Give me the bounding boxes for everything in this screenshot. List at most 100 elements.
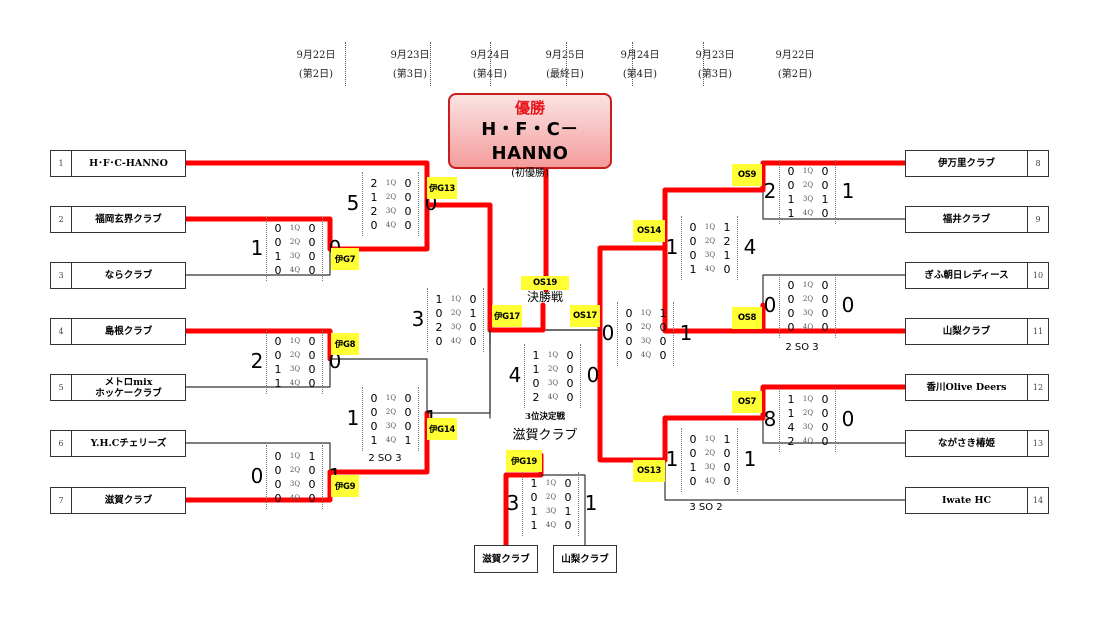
quarter-score-left: 1 [370, 433, 378, 447]
team-name: 香川Olive Deers [926, 382, 1007, 393]
quarter-label: 3Q [545, 507, 557, 515]
quarter-score-left: 0 [274, 221, 282, 235]
team-box[interactable]: 14 Iwate HC [905, 487, 1049, 514]
quarter-score-left: 1 [532, 362, 540, 376]
quarter-label: 3Q [289, 365, 301, 373]
quarter-label: 2Q [385, 193, 397, 201]
quarter-label: 1Q [450, 295, 462, 303]
team-name: 伊万里クラブ [937, 158, 995, 169]
quarter-score-left: 0 [370, 405, 378, 419]
quarter-score-left: 1 [530, 504, 538, 518]
quarter-score-right: 0 [308, 221, 316, 235]
quarter-score-right: 0 [821, 206, 829, 220]
quarter-label: 2Q [802, 409, 814, 417]
quarter-label: 3Q [385, 207, 397, 215]
quarter-label: 1Q [289, 337, 301, 345]
quarter-score-left: 0 [435, 334, 443, 348]
quarter-score-left: 1 [530, 518, 538, 532]
date-column: 9月24日(第4日) [600, 46, 680, 84]
loser-line [185, 442, 331, 473]
team-name: Iwate HC [941, 495, 992, 506]
quarter-score-left: 1 [532, 348, 540, 362]
quarter-score-right: 0 [564, 490, 572, 504]
quarter-label: 4Q [385, 221, 397, 229]
winner-line [760, 160, 908, 193]
team-name: ぎふ朝日レディース [924, 270, 1009, 281]
quarter-label: 1Q [802, 167, 814, 175]
quarter-score-right: 0 [404, 204, 412, 218]
quarter-score-left: 2 [787, 434, 795, 448]
quarter-label: 4Q [704, 477, 716, 485]
quarter-label: 2Q [640, 323, 652, 331]
divider [524, 344, 525, 408]
quarter-score-right: 0 [308, 491, 316, 505]
score-right: 0 [586, 363, 600, 387]
loser-line [329, 358, 428, 414]
team-box[interactable]: 滋賀クラブ [474, 545, 538, 573]
divider [522, 472, 523, 536]
quarter-label: 1Q [545, 479, 557, 487]
quarter-score-right: 1 [564, 504, 572, 518]
divider [779, 274, 780, 338]
quarter-score-right: 0 [308, 348, 316, 362]
score-left: 0 [601, 321, 615, 345]
divider [322, 330, 323, 394]
quarter-score-right: 0 [566, 376, 574, 390]
quarter-score-right: 0 [564, 518, 572, 532]
date-text: 9月23日 [695, 50, 735, 61]
team-box[interactable]: 山梨クラブ [553, 545, 617, 573]
divider [266, 330, 267, 394]
shootout-result: 2 SO 3 [368, 453, 402, 464]
score-right: 1 [679, 321, 693, 345]
quarter-score-left: 1 [370, 190, 378, 204]
quarter-score-left: 0 [274, 463, 282, 477]
team-seed: 14 [1027, 488, 1048, 513]
quarter-label: 2Q [450, 309, 462, 317]
quarter-score-left: 0 [274, 449, 282, 463]
quarter-label: 3Q [640, 337, 652, 345]
quarter-label: 3Q [547, 379, 559, 387]
quarter-label: 2Q [704, 449, 716, 457]
quarter-score-left: 0 [689, 432, 697, 446]
quarter-score-right: 0 [723, 262, 731, 276]
score-left: 4 [508, 363, 522, 387]
divider [266, 445, 267, 509]
score-left: 2 [250, 349, 264, 373]
winner-line [662, 415, 766, 463]
quarter-score-right: 0 [821, 434, 829, 448]
quarter-score-right: 0 [659, 334, 667, 348]
quarter-score-left: 0 [689, 474, 697, 488]
quarter-score-left: 0 [274, 348, 282, 362]
quarter-label: 3Q [385, 422, 397, 430]
